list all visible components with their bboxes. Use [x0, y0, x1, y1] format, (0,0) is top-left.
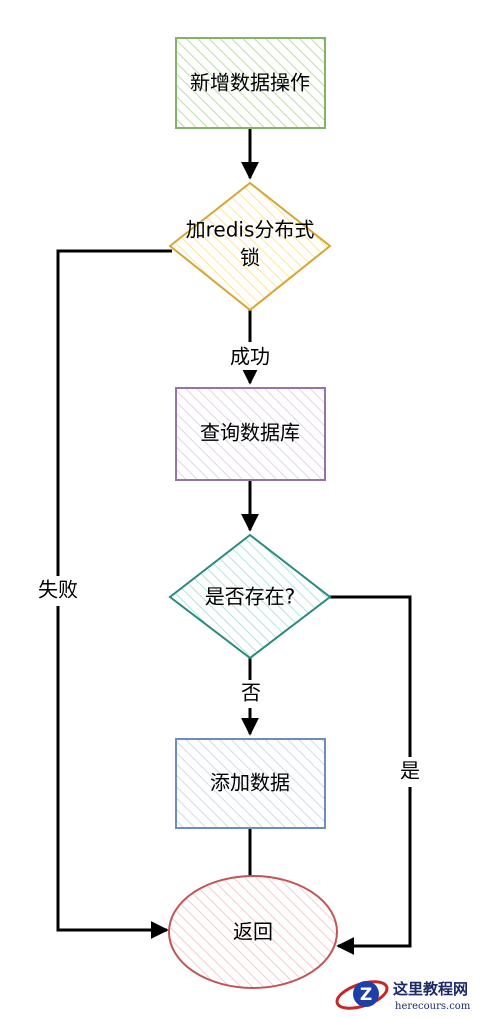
edge-yes-label-bg	[397, 757, 423, 787]
node-redis-lock: 加redis分布式 锁	[168, 181, 332, 312]
node-return-label: 返回	[233, 920, 273, 944]
node-insert-data: 添加数据	[175, 738, 326, 829]
edge-no-label: 否	[241, 681, 261, 705]
node-redis-lock-label-line1: 加redis分布式	[186, 218, 315, 242]
node-query-db: 查询数据库	[175, 387, 326, 481]
edge-success-label: 成功	[230, 345, 270, 369]
watermark: Z 这里教程网 herecours.com	[335, 980, 471, 1012]
edge-success-label-bg	[224, 342, 276, 370]
node-exists-check-label: 是否存在?	[205, 585, 296, 609]
node-query-db-label: 查询数据库	[200, 421, 300, 445]
node-insert-data-label: 添加数据	[210, 771, 290, 795]
svg-text:Z: Z	[360, 985, 372, 1005]
node-redis-lock-label-line2: 锁	[240, 246, 260, 270]
edge-fail-label-bg	[32, 576, 84, 606]
node-add-data-label: 新增数据操作	[190, 71, 310, 95]
edge-fail-label: 失败	[38, 578, 78, 602]
node-return: 返回	[168, 875, 338, 989]
watermark-logo-icon: Z	[335, 980, 389, 1010]
watermark-title: 这里教程网	[393, 980, 468, 998]
edge-no-label-bg	[238, 680, 264, 708]
node-add-data: 新增数据操作	[175, 37, 326, 129]
node-exists-check: 是否存在?	[168, 533, 332, 660]
edge-yes-label: 是	[400, 759, 420, 783]
watermark-url: herecours.com	[395, 1001, 471, 1012]
